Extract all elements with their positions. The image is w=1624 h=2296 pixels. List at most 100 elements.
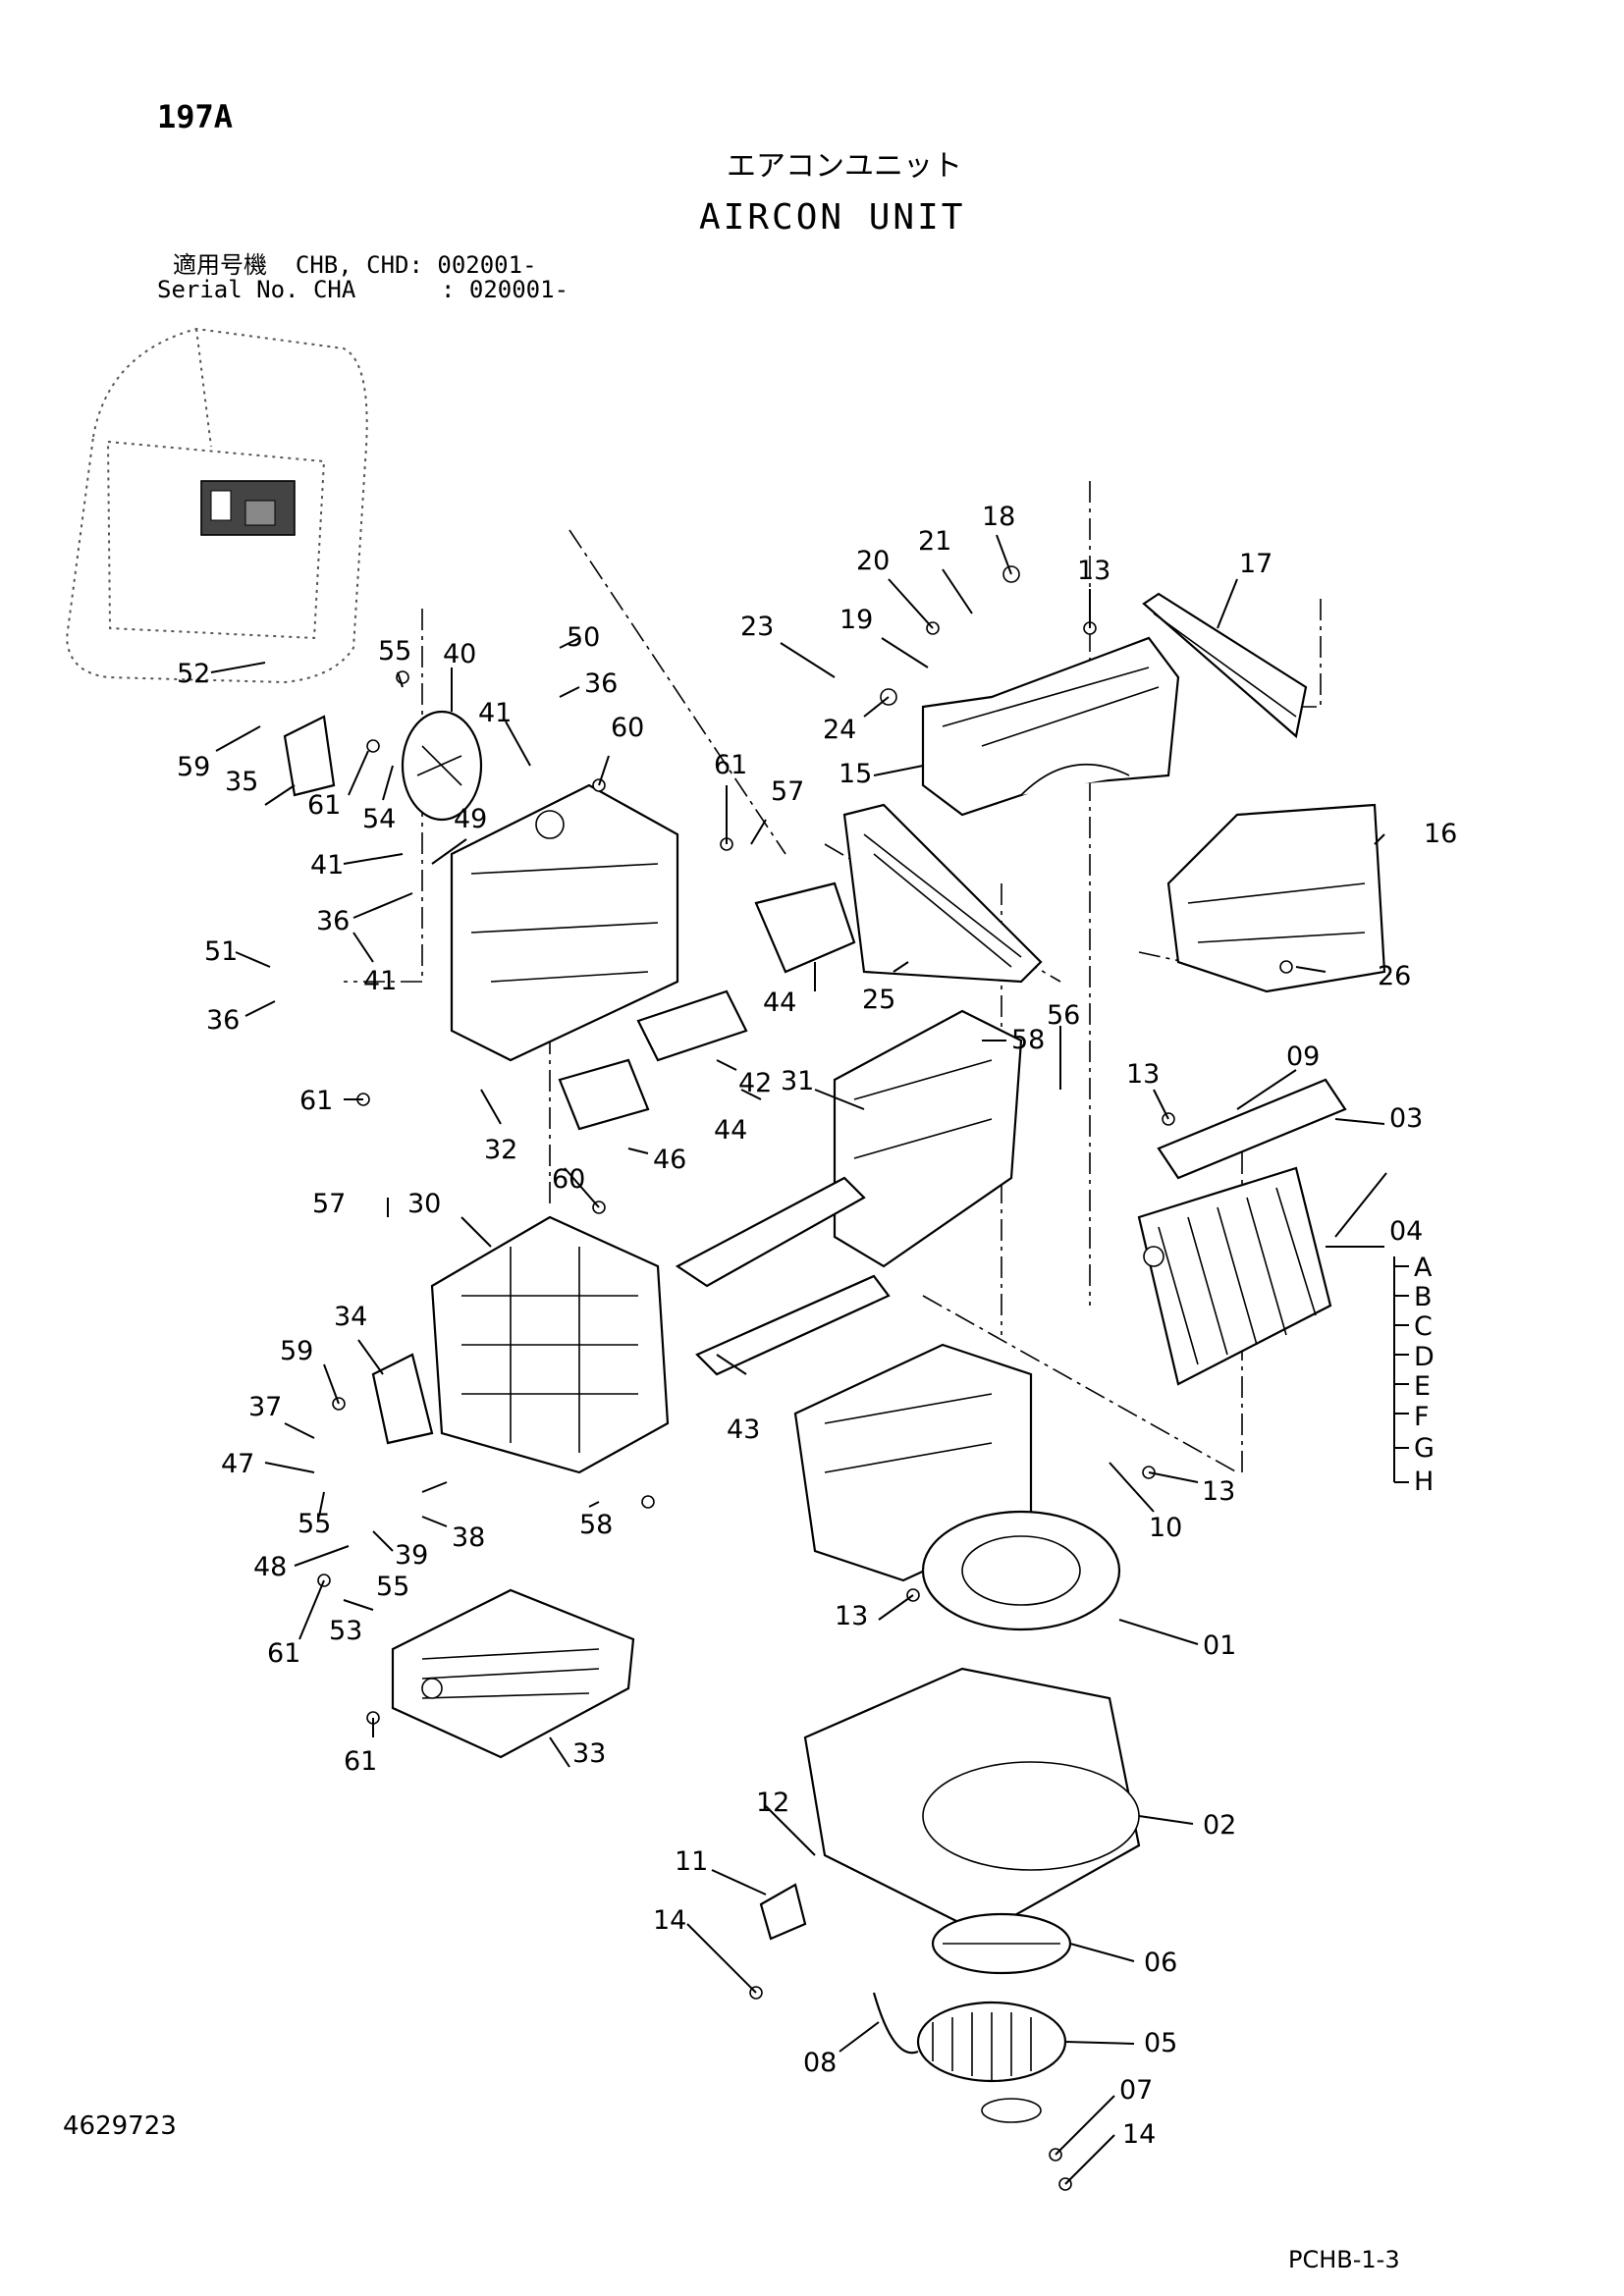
callout-label: 55	[298, 1509, 331, 1539]
leader-lines	[210, 534, 1409, 2185]
callout-label: 32	[484, 1135, 517, 1165]
page-title: AIRCON UNIT	[699, 197, 966, 238]
page-code: 197A	[157, 98, 234, 135]
evaporator-upper-case	[921, 636, 1180, 817]
variant-letter: H	[1414, 1467, 1434, 1497]
callout-label: 44	[763, 988, 796, 1018]
callout-label: 06	[1144, 1948, 1177, 1978]
callout-label: 39	[395, 1540, 428, 1571]
variant-letter: A	[1414, 1253, 1433, 1283]
hose-08	[872, 1992, 919, 2055]
harness-03	[1157, 1078, 1347, 1180]
callout-label: 61	[344, 1746, 377, 1777]
callout-label: 05	[1144, 2028, 1177, 2058]
callout-label: 37	[248, 1392, 282, 1422]
callout-label: 31	[781, 1066, 814, 1096]
callout-label: 36	[316, 906, 350, 936]
callout-label: 58	[579, 1510, 613, 1540]
variant-letter: G	[1414, 1433, 1435, 1464]
callout-label: 61	[267, 1638, 300, 1669]
document-number: 4629723	[63, 2111, 177, 2141]
callout-label: 48	[253, 1552, 287, 1582]
callout-label: 13	[835, 1601, 868, 1631]
fan-06	[931, 1912, 1072, 1975]
callout-label: 17	[1239, 549, 1272, 579]
serial-line-1: 適用号機 CHB, CHD: 002001-	[173, 251, 537, 279]
callout-label: 04	[1389, 1216, 1423, 1247]
callout-label: 07	[1119, 2075, 1153, 2106]
callout-label: 61	[714, 750, 747, 780]
callout-label: 23	[740, 612, 774, 642]
serial-line-2: Serial No. CHA : 020001-	[157, 276, 569, 303]
callout-label: 09	[1286, 1041, 1320, 1072]
mode-door-case	[450, 783, 679, 1062]
bell-mouth-01	[921, 1510, 1121, 1631]
variant-letter: F	[1414, 1402, 1430, 1432]
callout-label: 52	[177, 659, 210, 689]
callout-label: 61	[299, 1086, 333, 1116]
callout-label: 01	[1203, 1630, 1236, 1661]
callout-label: 42	[738, 1068, 772, 1098]
callout-label: 12	[756, 1788, 789, 1818]
callout-label: 60	[611, 713, 644, 743]
air-filter	[842, 803, 1043, 984]
callout-label: 49	[454, 804, 487, 834]
callout-label: 50	[567, 622, 600, 653]
callout-label: 53	[329, 1616, 362, 1646]
callout-label: 57	[771, 776, 804, 807]
actuator-40	[401, 710, 483, 822]
callout-label: 20	[856, 546, 890, 576]
callout-label: 26	[1378, 961, 1411, 991]
callout-label: 13	[1126, 1059, 1160, 1090]
callout-label: 02	[1203, 1810, 1236, 1841]
callout-label: 34	[334, 1302, 367, 1332]
callout-label: 41	[310, 850, 344, 881]
callout-label: 19	[839, 605, 873, 635]
callout-label: 54	[362, 804, 396, 834]
blower-case-02	[803, 1667, 1141, 1936]
lower-case-30	[430, 1215, 670, 1474]
callout-label: 41	[363, 966, 397, 996]
variant-letter: D	[1414, 1342, 1435, 1372]
callout-label: 33	[572, 1738, 606, 1769]
callout-label: 47	[221, 1449, 254, 1479]
actuator-34	[371, 1353, 434, 1445]
callout-label: 25	[862, 985, 895, 1015]
callout-label: 11	[675, 1846, 708, 1877]
callout-label: 16	[1424, 819, 1457, 849]
heater-core-33	[391, 1588, 635, 1759]
callout-label: 35	[225, 767, 258, 797]
callout-label: 51	[204, 936, 238, 967]
motor-05	[916, 2001, 1067, 2123]
callout-label: 08	[803, 2048, 837, 2078]
callout-label: 58	[1011, 1025, 1045, 1055]
callout-label: 14	[653, 1905, 686, 1936]
filter-element-17	[1142, 592, 1308, 739]
callout-label: 56	[1047, 1000, 1080, 1031]
variant-letter: B	[1414, 1282, 1433, 1312]
callout-label: 44	[714, 1115, 747, 1146]
resistor-11	[759, 1883, 807, 1941]
callout-label: 41	[478, 698, 512, 728]
page-reference: PCHB-1-3	[1288, 2246, 1400, 2273]
callout-label: 40	[443, 639, 476, 669]
variant-letter: E	[1414, 1371, 1431, 1402]
callout-label: 36	[206, 1005, 240, 1036]
callout-label: 30	[407, 1189, 441, 1219]
callout-label: 46	[653, 1145, 686, 1175]
bracket-35	[283, 715, 336, 797]
callout-label: 61	[307, 790, 341, 821]
callout-label: 21	[918, 526, 951, 557]
callout-label: 13	[1077, 556, 1110, 586]
callout-label: 13	[1202, 1476, 1235, 1507]
callout-label: 55	[376, 1572, 409, 1602]
callout-label: 18	[982, 502, 1015, 532]
cab-overview-illustration	[65, 327, 368, 684]
callout-label: 60	[552, 1164, 585, 1195]
callout-label: 43	[727, 1415, 760, 1445]
callout-label: 59	[280, 1336, 313, 1366]
callout-label: 24	[823, 715, 856, 745]
callout-label: 38	[452, 1522, 485, 1553]
evaporator-04	[1137, 1166, 1332, 1386]
